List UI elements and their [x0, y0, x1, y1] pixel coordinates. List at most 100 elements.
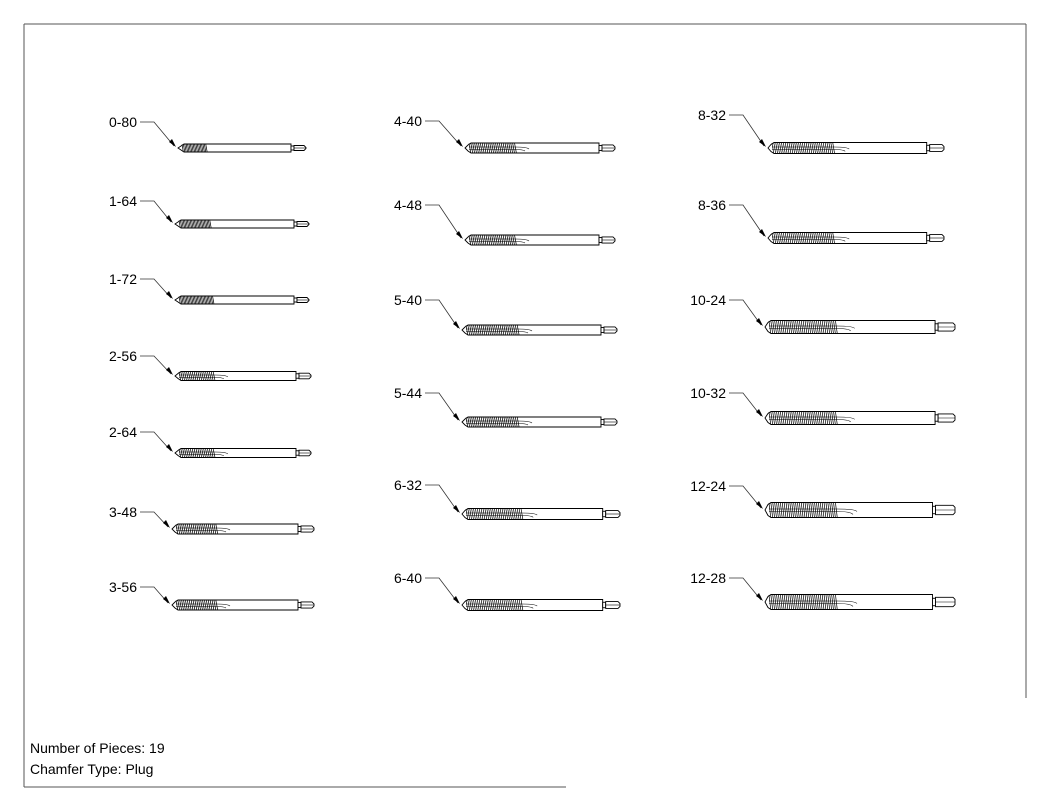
- tap-3-56: 3-56: [109, 579, 315, 611]
- tap-size-label: 5-40: [394, 292, 422, 308]
- tap-12-24: 12-24: [690, 478, 956, 518]
- tap-size-label: 10-32: [690, 385, 726, 401]
- leader-arrowhead: [756, 501, 763, 509]
- tap-flute: [769, 511, 854, 515]
- tap-flute: [176, 603, 231, 607]
- tap-size-label: 4-40: [394, 113, 422, 129]
- leader-arrowhead: [163, 520, 170, 528]
- tap-size-label: 6-32: [394, 477, 422, 493]
- leader-arrowhead: [456, 139, 463, 147]
- tap-threads: [468, 143, 517, 153]
- tap-4-48: 4-48: [394, 197, 616, 246]
- tap-body: [461, 599, 604, 611]
- tap-1-64: 1-64: [109, 193, 310, 229]
- tap-threads: [178, 448, 216, 458]
- tap-threads: [465, 417, 520, 427]
- tap-flute: [769, 325, 855, 329]
- tap-3-48: 3-48: [109, 504, 315, 535]
- tap-threads: [771, 232, 835, 244]
- tap-10-24: 10-24: [690, 292, 956, 334]
- tap-flute: [469, 146, 530, 150]
- tap-flute: [469, 238, 530, 242]
- tap-5-44: 5-44: [394, 385, 618, 428]
- leader-arrowhead: [759, 139, 766, 147]
- tap-flute: [772, 239, 846, 242]
- leader-line: [140, 200, 172, 223]
- tap-10-32: 10-32: [690, 385, 956, 425]
- tap-flute: [179, 374, 229, 378]
- tap-flute: [772, 146, 850, 150]
- leader-arrowhead: [759, 229, 766, 237]
- tap-6-40: 6-40: [394, 570, 621, 611]
- leader-arrowhead: [456, 231, 463, 239]
- leader-arrowhead: [166, 444, 173, 452]
- tap-size-label: 5-44: [394, 385, 422, 401]
- tap-size-label: 6-40: [394, 570, 422, 586]
- leader-line: [140, 278, 172, 299]
- tap-threads: [771, 142, 835, 154]
- tap-flute: [466, 420, 533, 424]
- tap-12-28: 12-28: [690, 570, 956, 610]
- tap-body: [764, 502, 933, 518]
- tap-6-32: 6-32: [394, 477, 621, 520]
- tap-size-label: 0-80: [109, 114, 137, 130]
- tap-body: [461, 508, 604, 520]
- tap-flute: [179, 451, 229, 455]
- leader-line: [425, 299, 459, 329]
- tap-2-56: 2-56: [109, 348, 312, 381]
- tap-flute: [466, 331, 529, 334]
- tap-flute: [769, 508, 858, 512]
- tap-flute: [466, 515, 534, 518]
- tap-size-label: 2-64: [109, 424, 137, 440]
- leader-arrowhead: [453, 321, 460, 329]
- tap-threads: [768, 320, 838, 334]
- leader-arrowhead: [756, 318, 763, 326]
- leader-line: [140, 511, 169, 528]
- leader-line: [729, 114, 765, 147]
- tap-flute: [769, 328, 851, 332]
- tap-threads: [178, 220, 212, 228]
- tap-size-label: 1-72: [109, 271, 137, 287]
- tap-size-label: 10-24: [690, 292, 726, 308]
- leader-arrowhead: [453, 413, 460, 421]
- tap-flute: [179, 454, 224, 456]
- pieces-count-text: Number of Pieces: 19: [30, 740, 165, 756]
- leader-arrowhead: [166, 291, 173, 299]
- leader-arrowhead: [756, 593, 763, 601]
- tap-flute: [769, 600, 858, 604]
- tap-flute: [769, 603, 854, 607]
- tap-body: [764, 594, 933, 610]
- tap-flute: [176, 527, 231, 531]
- leader-line: [425, 120, 462, 147]
- tap-flute: [466, 512, 538, 516]
- leader-line: [729, 577, 762, 601]
- tap-threads: [178, 371, 216, 381]
- leader-arrowhead: [169, 139, 176, 147]
- tap-body: [171, 599, 299, 611]
- leader-line: [729, 299, 762, 326]
- tap-flute: [176, 530, 227, 533]
- tap-4-40: 4-40: [394, 113, 616, 154]
- tap-size-label: 8-36: [698, 197, 726, 213]
- tap-body: [171, 523, 299, 535]
- tap-flute: [772, 149, 846, 152]
- tap-threads: [465, 599, 524, 611]
- tap-size-label: 3-48: [109, 504, 137, 520]
- tap-flute: [179, 377, 224, 379]
- leader-arrowhead: [163, 596, 170, 604]
- leader-line: [425, 484, 459, 513]
- tap-threads: [768, 502, 838, 518]
- tap-size-label: 3-56: [109, 579, 137, 595]
- tap-size-label: 4-48: [394, 197, 422, 213]
- sheet-info: Number of Pieces: 19 Chamfer Type: Plug: [30, 738, 165, 780]
- tap-flute: [469, 241, 526, 244]
- tap-threads: [768, 594, 838, 610]
- tap-drawings: 0-80 1-64 1-72 2-56 2-64 3-48 3-56 4-40 4-48 5-40…: [109, 107, 956, 611]
- leader-line: [140, 586, 169, 604]
- tap-flute: [176, 606, 227, 609]
- tap-flute: [772, 236, 850, 240]
- tap-threads: [468, 235, 517, 245]
- tap-size-label: 2-56: [109, 348, 137, 364]
- tap-size-label: 12-28: [690, 570, 726, 586]
- tap-5-40: 5-40: [394, 292, 618, 336]
